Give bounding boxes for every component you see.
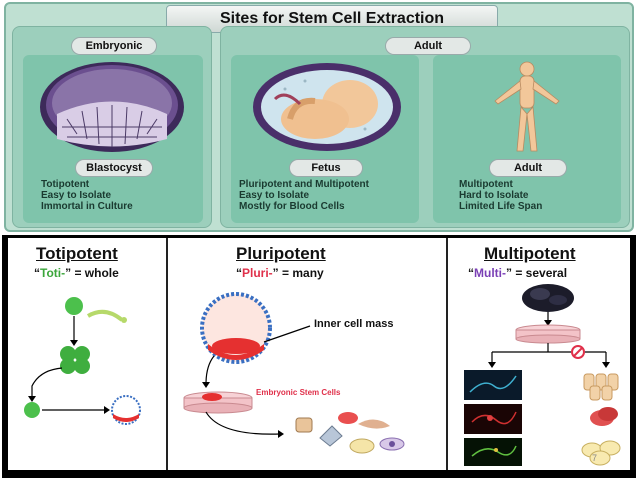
totipotent-subtitle: “Toti-” = whole <box>34 266 119 280</box>
embryonic-stem-cells-label: Embryonic Stem Cells <box>256 388 341 397</box>
adult-panel: Adult Fetus Pluripotent and Multipotent … <box>220 26 630 228</box>
embryonic-panel: Embryonic Blastocyst Totipotent Easy to … <box>12 26 212 228</box>
multipotent-illustration <box>464 284 621 466</box>
adult-card: Adult Multipotent Hard to Isolate Limite… <box>433 55 621 223</box>
column-divider <box>166 238 168 470</box>
page-number: 7 <box>592 453 598 463</box>
pluripotent-title: Pluripotent <box>236 244 326 263</box>
fetus-description: Pluripotent and Multipotent Easy to Isol… <box>239 179 369 212</box>
blastocyst-card: Blastocyst Totipotent Easy to Isolate Im… <box>23 55 203 223</box>
potency-diagram: Totipotent “Toti-” = whole Pluripotent “… <box>2 235 636 478</box>
multipotent-title: Multipotent <box>484 244 576 263</box>
blastocyst-label: Blastocyst <box>75 159 153 177</box>
fetus-card: Fetus Pluripotent and Multipotent Easy t… <box>231 55 419 223</box>
totipotent-illustration <box>24 297 141 425</box>
multipotent-subtitle: “Multi-” = several <box>468 266 568 280</box>
totipotent-title: Totipotent <box>36 244 118 263</box>
column-divider <box>446 238 448 470</box>
embryonic-header: Embryonic <box>71 37 157 55</box>
adult-human-image <box>494 61 560 152</box>
inner-cell-mass-label: Inner cell mass <box>314 318 394 330</box>
fetus-label: Fetus <box>289 159 363 177</box>
adult-header: Adult <box>385 37 471 55</box>
blastocyst-image <box>40 62 184 152</box>
stem-cell-sites-panel: Sites for Stem Cell Extraction Embryonic… <box>4 2 634 232</box>
adult-description: Multipotent Hard to Isolate Limited Life… <box>459 179 543 212</box>
pluripotent-subtitle: “Pluri-” = many <box>236 266 324 280</box>
pluripotent-illustration <box>183 292 405 454</box>
potency-diagram-inner: Totipotent “Toti-” = whole Pluripotent “… <box>8 238 630 470</box>
fetus-image <box>253 63 401 151</box>
adult-label: Adult <box>489 159 567 177</box>
blastocyst-description: Totipotent Easy to Isolate Immortal in C… <box>41 179 133 212</box>
